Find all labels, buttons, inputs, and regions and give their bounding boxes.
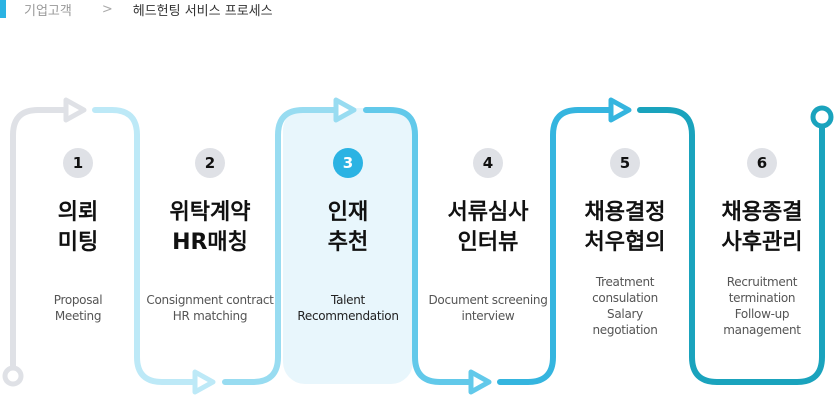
step-number: 3 xyxy=(333,148,363,178)
arrow-icon xyxy=(608,97,632,123)
step-number: 5 xyxy=(610,148,640,178)
end-circle-icon xyxy=(810,105,834,129)
flow-segment-2 xyxy=(92,107,197,385)
breadcrumb-current: 헤드헌팅 서비스 프로세스 xyxy=(132,3,273,19)
breadcrumb-accent xyxy=(0,0,6,18)
arrow-icon xyxy=(468,369,492,395)
step-number: 4 xyxy=(473,148,503,178)
flow-segment-5 xyxy=(497,107,613,385)
step-number: 1 xyxy=(63,148,93,178)
start-circle-icon xyxy=(2,365,24,387)
step-number: 6 xyxy=(747,148,777,178)
flow-segment-6 xyxy=(637,107,825,385)
breadcrumb: 기업고객 > 헤드헌팅 서비스 프로세스 xyxy=(0,0,273,19)
active-step-highlight xyxy=(283,108,413,384)
breadcrumb-separator-icon: > xyxy=(101,1,113,17)
breadcrumb-parent[interactable]: 기업고객 xyxy=(24,3,72,19)
flow-segment-1 xyxy=(10,107,69,371)
flow-segment-3 xyxy=(222,107,339,385)
arrow-icon xyxy=(192,369,216,395)
flow-segment-4 xyxy=(363,107,473,385)
arrow-icon xyxy=(333,97,357,123)
arrow-icon xyxy=(63,97,87,123)
step-number: 2 xyxy=(195,148,225,178)
